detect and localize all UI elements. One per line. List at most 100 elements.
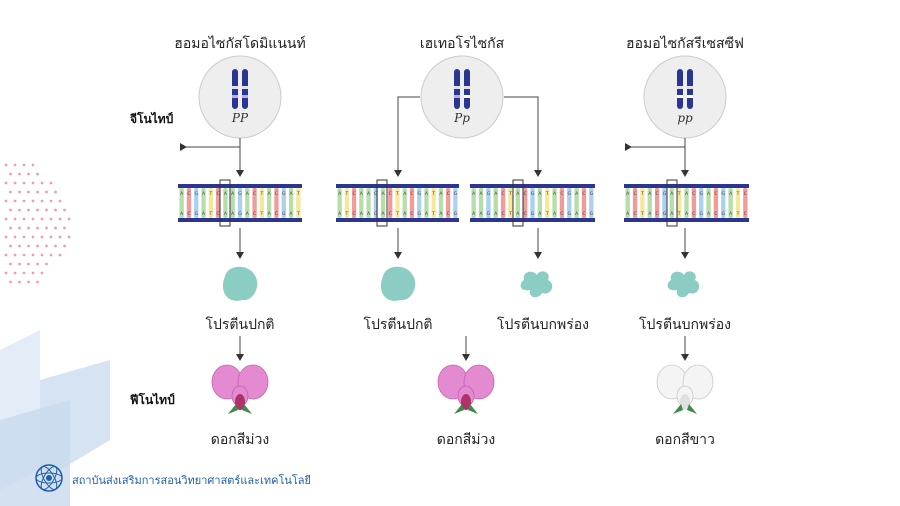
svg-text:T: T	[296, 191, 300, 197]
protein-shape-normal-2	[380, 266, 416, 301]
row-label-genotype: จีโนไทป์	[130, 112, 174, 126]
svg-text:A: A	[575, 211, 579, 217]
svg-text:A: A	[553, 191, 557, 197]
svg-text:A: A	[367, 191, 371, 197]
svg-text:G: G	[282, 211, 286, 217]
svg-text:C: C	[253, 191, 256, 197]
svg-text:C: C	[502, 191, 505, 197]
svg-text:C: C	[217, 191, 220, 197]
svg-text:C: C	[410, 191, 413, 197]
protein-label-defective-2: โปรตีนบกพร่อง	[639, 317, 731, 333]
arrow-chromosome-to-dna-dominant	[186, 146, 244, 177]
svg-text:A: A	[538, 191, 542, 197]
svg-text:A: A	[202, 191, 206, 197]
chromosome-pair-PP	[198, 55, 282, 139]
svg-text:G: G	[722, 191, 726, 197]
svg-text:A: A	[479, 191, 483, 197]
svg-text:A: A	[338, 211, 342, 217]
svg-text:A: A	[180, 191, 184, 197]
svg-text:A: A	[381, 211, 385, 217]
svg-text:T: T	[296, 211, 300, 217]
flower-label-white: ดอกสีขาว	[655, 432, 715, 448]
svg-text:A: A	[360, 211, 364, 217]
flower-1	[211, 364, 269, 414]
svg-text:A: A	[648, 211, 652, 217]
protein-shape-defective-3	[520, 271, 553, 298]
svg-text:G: G	[194, 211, 198, 217]
svg-text:A: A	[224, 191, 228, 197]
svg-text:G: G	[238, 191, 242, 197]
svg-text:T: T	[640, 211, 644, 217]
svg-text:A: A	[575, 191, 579, 197]
svg-text:C: C	[744, 191, 747, 197]
column-title-heterozygous: เฮเทอโรไซกัส	[419, 36, 505, 52]
svg-text:C: C	[656, 211, 659, 217]
svg-text:A: A	[472, 191, 476, 197]
svg-text:T: T	[431, 191, 435, 197]
svg-text:A: A	[472, 211, 476, 217]
svg-text:T: T	[344, 191, 348, 197]
svg-text:T: T	[208, 191, 212, 197]
column-title-homozygous-recessive: ฮอมอไซกัสรีเซสซีฟ	[626, 36, 744, 52]
svg-text:C: C	[353, 191, 356, 197]
svg-text:G: G	[722, 211, 726, 217]
svg-text:A: A	[381, 191, 385, 197]
svg-text:C: C	[447, 191, 450, 197]
svg-text:G: G	[699, 191, 703, 197]
svg-text:T: T	[260, 211, 264, 217]
svg-text:G: G	[282, 191, 286, 197]
svg-text:A: A	[538, 211, 542, 217]
arrow-chromosome-to-dna-het-1	[394, 96, 420, 177]
svg-text:T: T	[677, 211, 681, 217]
svg-text:C: C	[692, 191, 695, 197]
svg-text:C: C	[582, 211, 585, 217]
svg-text:C: C	[582, 191, 585, 197]
svg-text:T: T	[431, 211, 435, 217]
genotype-label-heterozygous: Pp	[454, 111, 470, 125]
protein-label-defective-1: โปรตีนบกพร่อง	[497, 317, 589, 333]
svg-text:G: G	[663, 211, 667, 217]
arrow-chromosome-to-dna-het-2	[504, 96, 542, 177]
svg-text:T: T	[677, 191, 681, 197]
svg-text:A: A	[729, 211, 733, 217]
svg-text:A: A	[360, 191, 364, 197]
svg-text:C: C	[744, 211, 747, 217]
svg-text:C: C	[560, 191, 563, 197]
protein-label-normal-1: โปรตีนปกติ	[205, 317, 275, 333]
svg-text:G: G	[568, 191, 572, 197]
svg-text:G: G	[417, 211, 421, 217]
svg-text:T: T	[508, 211, 512, 217]
svg-text:C: C	[447, 211, 450, 217]
svg-text:G: G	[374, 211, 378, 217]
svg-text:G: G	[487, 211, 491, 217]
svg-text:T: T	[736, 191, 740, 197]
svg-text:A: A	[707, 211, 711, 217]
svg-text:G: G	[663, 191, 667, 197]
svg-text:A: A	[425, 211, 429, 217]
connector-dominant-a	[185, 138, 241, 151]
column-title-homozygous-dominant: ฮอมอไซกัสโดมิแนนท์	[174, 36, 306, 52]
svg-text:C: C	[187, 191, 190, 197]
svg-text:A: A	[202, 211, 206, 217]
svg-text:G: G	[454, 191, 458, 197]
svg-text:A: A	[648, 191, 652, 197]
svg-text:T: T	[395, 191, 399, 197]
svg-text:C: C	[714, 191, 717, 197]
svg-text:A: A	[246, 211, 250, 217]
flower-2	[437, 364, 495, 414]
svg-text:G: G	[531, 191, 535, 197]
svg-text:A: A	[246, 191, 250, 197]
footer-organization-name: สถาบันส่งเสริมการสอนวิทยาศาสตร์และเทคโนโ…	[72, 474, 311, 487]
genotype-label-dominant: PP	[231, 111, 249, 125]
svg-text:A: A	[367, 211, 371, 217]
chromosome-pair-pp	[643, 55, 727, 139]
svg-text:A: A	[494, 211, 498, 217]
svg-text:T: T	[260, 191, 264, 197]
svg-text:C: C	[275, 191, 278, 197]
svg-text:A: A	[670, 191, 674, 197]
svg-text:A: A	[685, 211, 689, 217]
ipst-logo-icon	[35, 464, 63, 492]
row-label-phenotype: ฟีโนไทป์	[130, 393, 175, 407]
svg-text:C: C	[217, 211, 220, 217]
